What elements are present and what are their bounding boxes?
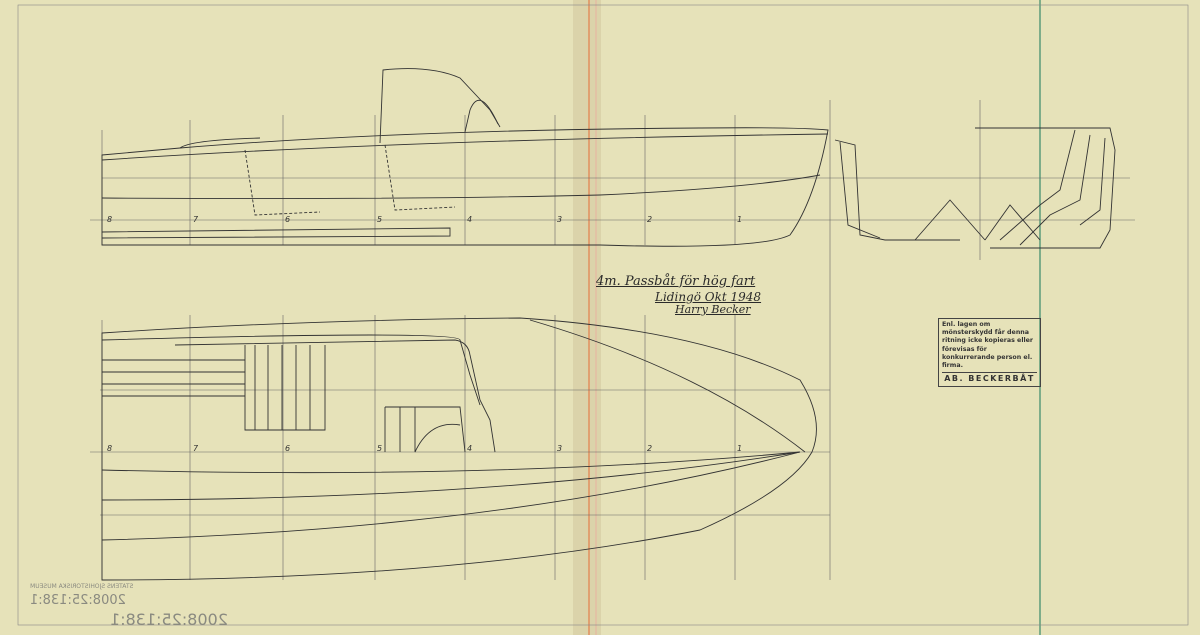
archive-number-large: 2008:25:138:1 (110, 610, 228, 629)
station-label: 1 (737, 215, 743, 224)
station-label: 1 (737, 444, 743, 453)
station-label: 8 (107, 444, 113, 453)
station-label: 2 (647, 215, 653, 224)
station-label: 5 (377, 215, 383, 224)
station-label: 2 (647, 444, 653, 453)
signature: Harry Becker (675, 303, 751, 316)
notice-text: Enl. lagen om mönsterskydd får denna rit… (942, 321, 1034, 370)
station-label: 4 (467, 215, 473, 224)
station-label: 6 (285, 215, 291, 224)
station-label: 7 (193, 215, 199, 224)
copyright-notice-stamp: Enl. lagen om mönsterskydd får denna rit… (938, 318, 1041, 388)
place-date: Lidingö Okt 1948 (655, 290, 762, 304)
drawing-title: 4m. Passbåt för hög fart (596, 274, 756, 289)
station-label: 7 (193, 444, 199, 453)
station-label: 5 (377, 444, 383, 453)
station-label: 3 (557, 215, 563, 224)
museum-stamp: STATENS SJÖHISTORISKA MUSEUM (30, 583, 134, 590)
station-label: 8 (107, 215, 113, 224)
station-label: 4 (467, 444, 473, 453)
station-label: 3 (557, 444, 563, 453)
station-label: 6 (285, 444, 291, 453)
archive-number: 2008:25:138:1 (30, 593, 126, 608)
firm-name: AB. BECKERBÅT (942, 372, 1037, 384)
